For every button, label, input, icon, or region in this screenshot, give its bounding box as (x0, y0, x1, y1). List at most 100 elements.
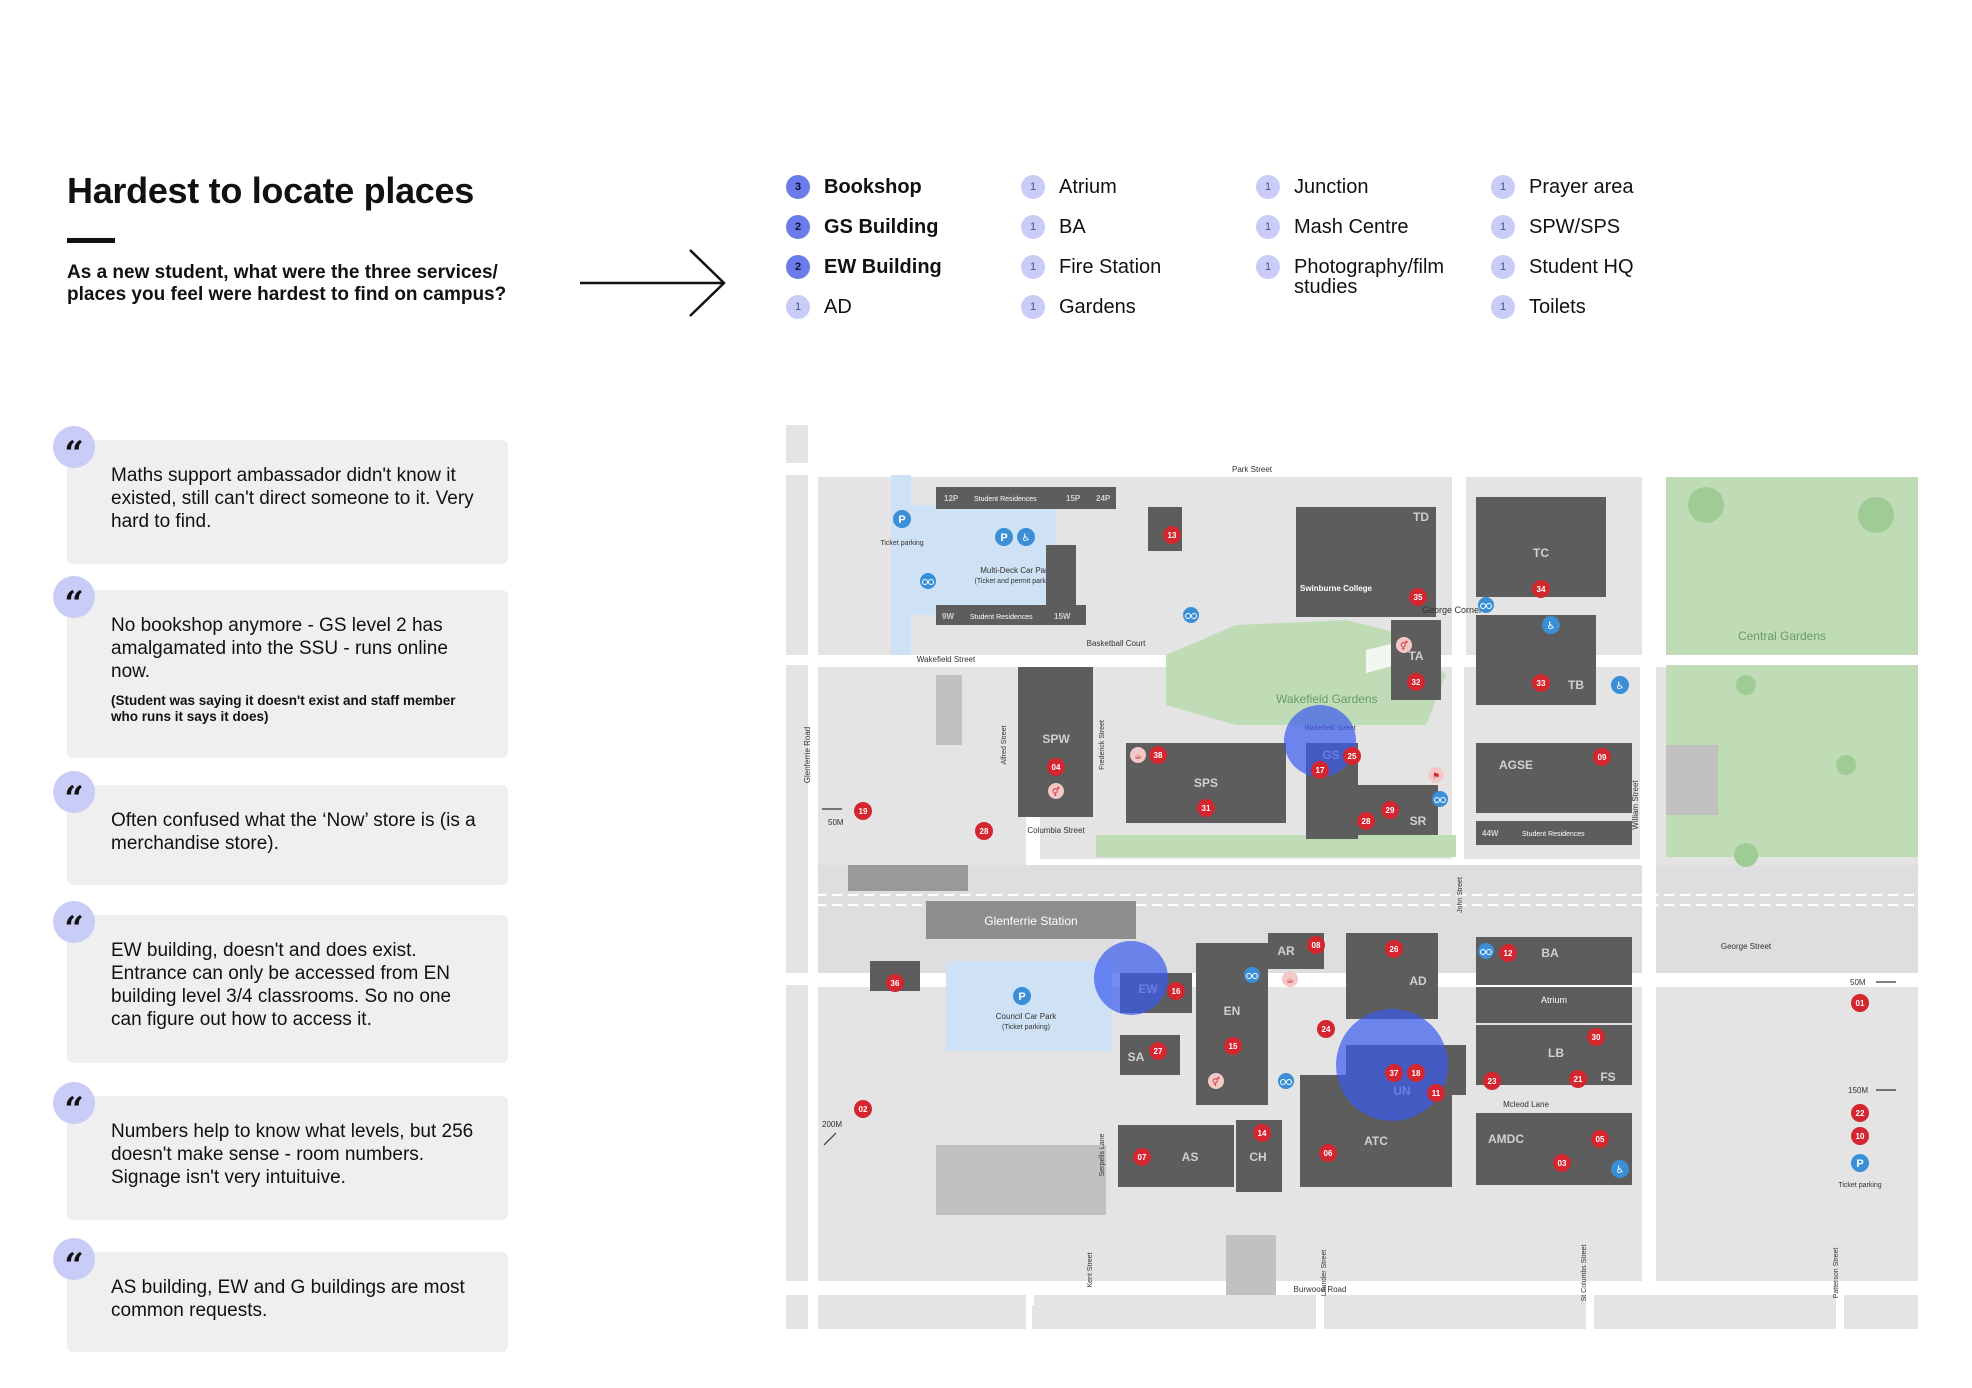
street-label: Mcleod Lane (1503, 1100, 1549, 1109)
st-columbs-street-road (1586, 1295, 1594, 1329)
location-marker[interactable]: 14 (1253, 1124, 1271, 1142)
location-marker[interactable]: 05 (1591, 1130, 1609, 1148)
neighbour-building (936, 1145, 1106, 1215)
residence-tag: 24P (1096, 494, 1111, 503)
location-marker[interactable]: 01 (1851, 994, 1869, 1012)
legend-label: Mash Centre (1294, 216, 1409, 238)
location-marker[interactable]: 22 (1851, 1104, 1869, 1122)
city-block (1596, 1305, 1834, 1329)
svg-text:31: 31 (1202, 804, 1211, 813)
campus-map[interactable]: Glenferrie Station Wakefield Gardens Cen… (786, 425, 1918, 1329)
tree (1736, 675, 1756, 695)
svg-text:03: 03 (1558, 1159, 1567, 1168)
svg-text:11: 11 (1432, 1089, 1441, 1098)
location-marker[interactable]: 06 (1319, 1144, 1337, 1162)
location-marker[interactable]: 02 (854, 1100, 872, 1118)
location-marker[interactable]: 07 (1133, 1148, 1151, 1166)
svg-text:19: 19 (859, 807, 868, 816)
street-label: Frederick Street (1099, 720, 1106, 770)
building-atrium (1476, 987, 1632, 1023)
location-marker[interactable]: 17 (1311, 761, 1329, 779)
location-marker[interactable]: 10 (1851, 1127, 1869, 1145)
location-marker[interactable]: 23 (1483, 1072, 1501, 1090)
svg-text:02: 02 (859, 1105, 868, 1114)
building-ba (1476, 937, 1632, 985)
location-marker[interactable]: 26 (1385, 940, 1403, 958)
location-marker[interactable]: 19 (854, 802, 872, 820)
legend-label: Photography/film studies (1294, 256, 1445, 298)
location-marker[interactable]: 38 (1149, 746, 1167, 764)
location-marker[interactable]: 32 (1407, 673, 1425, 691)
svg-text:34: 34 (1537, 585, 1546, 594)
legend-label: Prayer area (1529, 176, 1634, 198)
location-marker[interactable]: 09 (1593, 748, 1611, 766)
quote-card: “ EW building, doesn't and does exist. E… (53, 901, 508, 1063)
location-marker[interactable]: 16 (1167, 982, 1185, 1000)
svg-text:05: 05 (1596, 1135, 1605, 1144)
distance-label: 200M (822, 1120, 842, 1129)
location-marker[interactable]: 13 (1163, 526, 1181, 544)
location-marker[interactable]: 12 (1499, 944, 1517, 962)
location-marker[interactable]: 21 (1569, 1070, 1587, 1088)
svg-text:36: 36 (891, 979, 900, 988)
location-marker[interactable]: 08 (1307, 936, 1325, 954)
tree (1858, 497, 1894, 533)
legend-label: Atrium (1059, 176, 1117, 198)
location-marker[interactable]: 15 (1224, 1037, 1242, 1055)
location-marker[interactable]: 04 (1047, 758, 1065, 776)
svg-text:⚥: ⚥ (1212, 1076, 1220, 1088)
building-label: AD (1409, 974, 1427, 988)
ew-building-hotspot[interactable] (1094, 941, 1168, 1015)
bike-icon (1432, 791, 1448, 807)
tree (1836, 755, 1856, 775)
building-label: CH (1249, 1150, 1266, 1164)
street-label: William Street (1631, 780, 1640, 830)
svg-text:P: P (898, 514, 905, 526)
central-gardens-label: Central Gardens (1738, 629, 1826, 643)
location-marker[interactable]: 35 (1409, 588, 1427, 606)
location-marker[interactable]: 28 (975, 822, 993, 840)
location-marker[interactable]: 18 (1407, 1064, 1425, 1082)
location-marker[interactable]: 24 (1317, 1020, 1335, 1038)
quote-card: “ AS building, EW and G buildings are mo… (53, 1238, 508, 1352)
kent-street-road (1026, 1295, 1034, 1329)
svg-text:27: 27 (1154, 1047, 1163, 1056)
street-label: Basketball Court (1087, 639, 1146, 648)
residence-tag: 12P (944, 494, 959, 503)
location-marker[interactable]: 25 (1343, 747, 1361, 765)
council-car-park-label: Council Car Park (996, 1012, 1057, 1021)
quote-card: “ No bookshop anymore - GS level 2 has a… (53, 576, 508, 758)
location-marker[interactable]: 27 (1149, 1042, 1167, 1060)
bike-icon (1244, 967, 1260, 983)
neighbour-building (936, 675, 962, 745)
location-marker[interactable]: 36 (886, 974, 904, 992)
neighbour-building (1226, 1235, 1276, 1295)
location-marker[interactable]: 31 (1197, 799, 1215, 817)
distance-label: 50M (1850, 978, 1866, 987)
building-label: SPW (1042, 732, 1070, 746)
location-marker[interactable]: 03 (1553, 1154, 1571, 1172)
gs-building-hotspot[interactable] (1284, 705, 1356, 777)
legend-label: GS Building (824, 216, 939, 238)
wakefield-gardens (1166, 620, 1446, 725)
svg-text:☕: ☕ (1286, 976, 1294, 986)
location-marker[interactable]: 33 (1532, 674, 1550, 692)
count-badge: 1 (1021, 175, 1045, 199)
building-label: TD (1413, 510, 1429, 524)
location-marker[interactable]: 11 (1427, 1084, 1445, 1102)
location-marker[interactable]: 29 (1381, 801, 1399, 819)
station-platform (848, 865, 968, 891)
building-lb (1476, 1025, 1632, 1085)
location-marker[interactable]: 28 (1357, 812, 1375, 830)
location-marker[interactable]: 37 (1385, 1064, 1403, 1082)
location-marker[interactable]: 30 (1587, 1028, 1605, 1046)
count-badge: 1 (1021, 255, 1045, 279)
multideck-label: Multi-Deck Car Park (980, 566, 1053, 575)
location-marker[interactable]: 34 (1532, 580, 1550, 598)
title-divider (67, 238, 115, 243)
svg-text:♿: ♿ (1616, 1165, 1625, 1176)
quote-icon: “ (53, 576, 95, 621)
